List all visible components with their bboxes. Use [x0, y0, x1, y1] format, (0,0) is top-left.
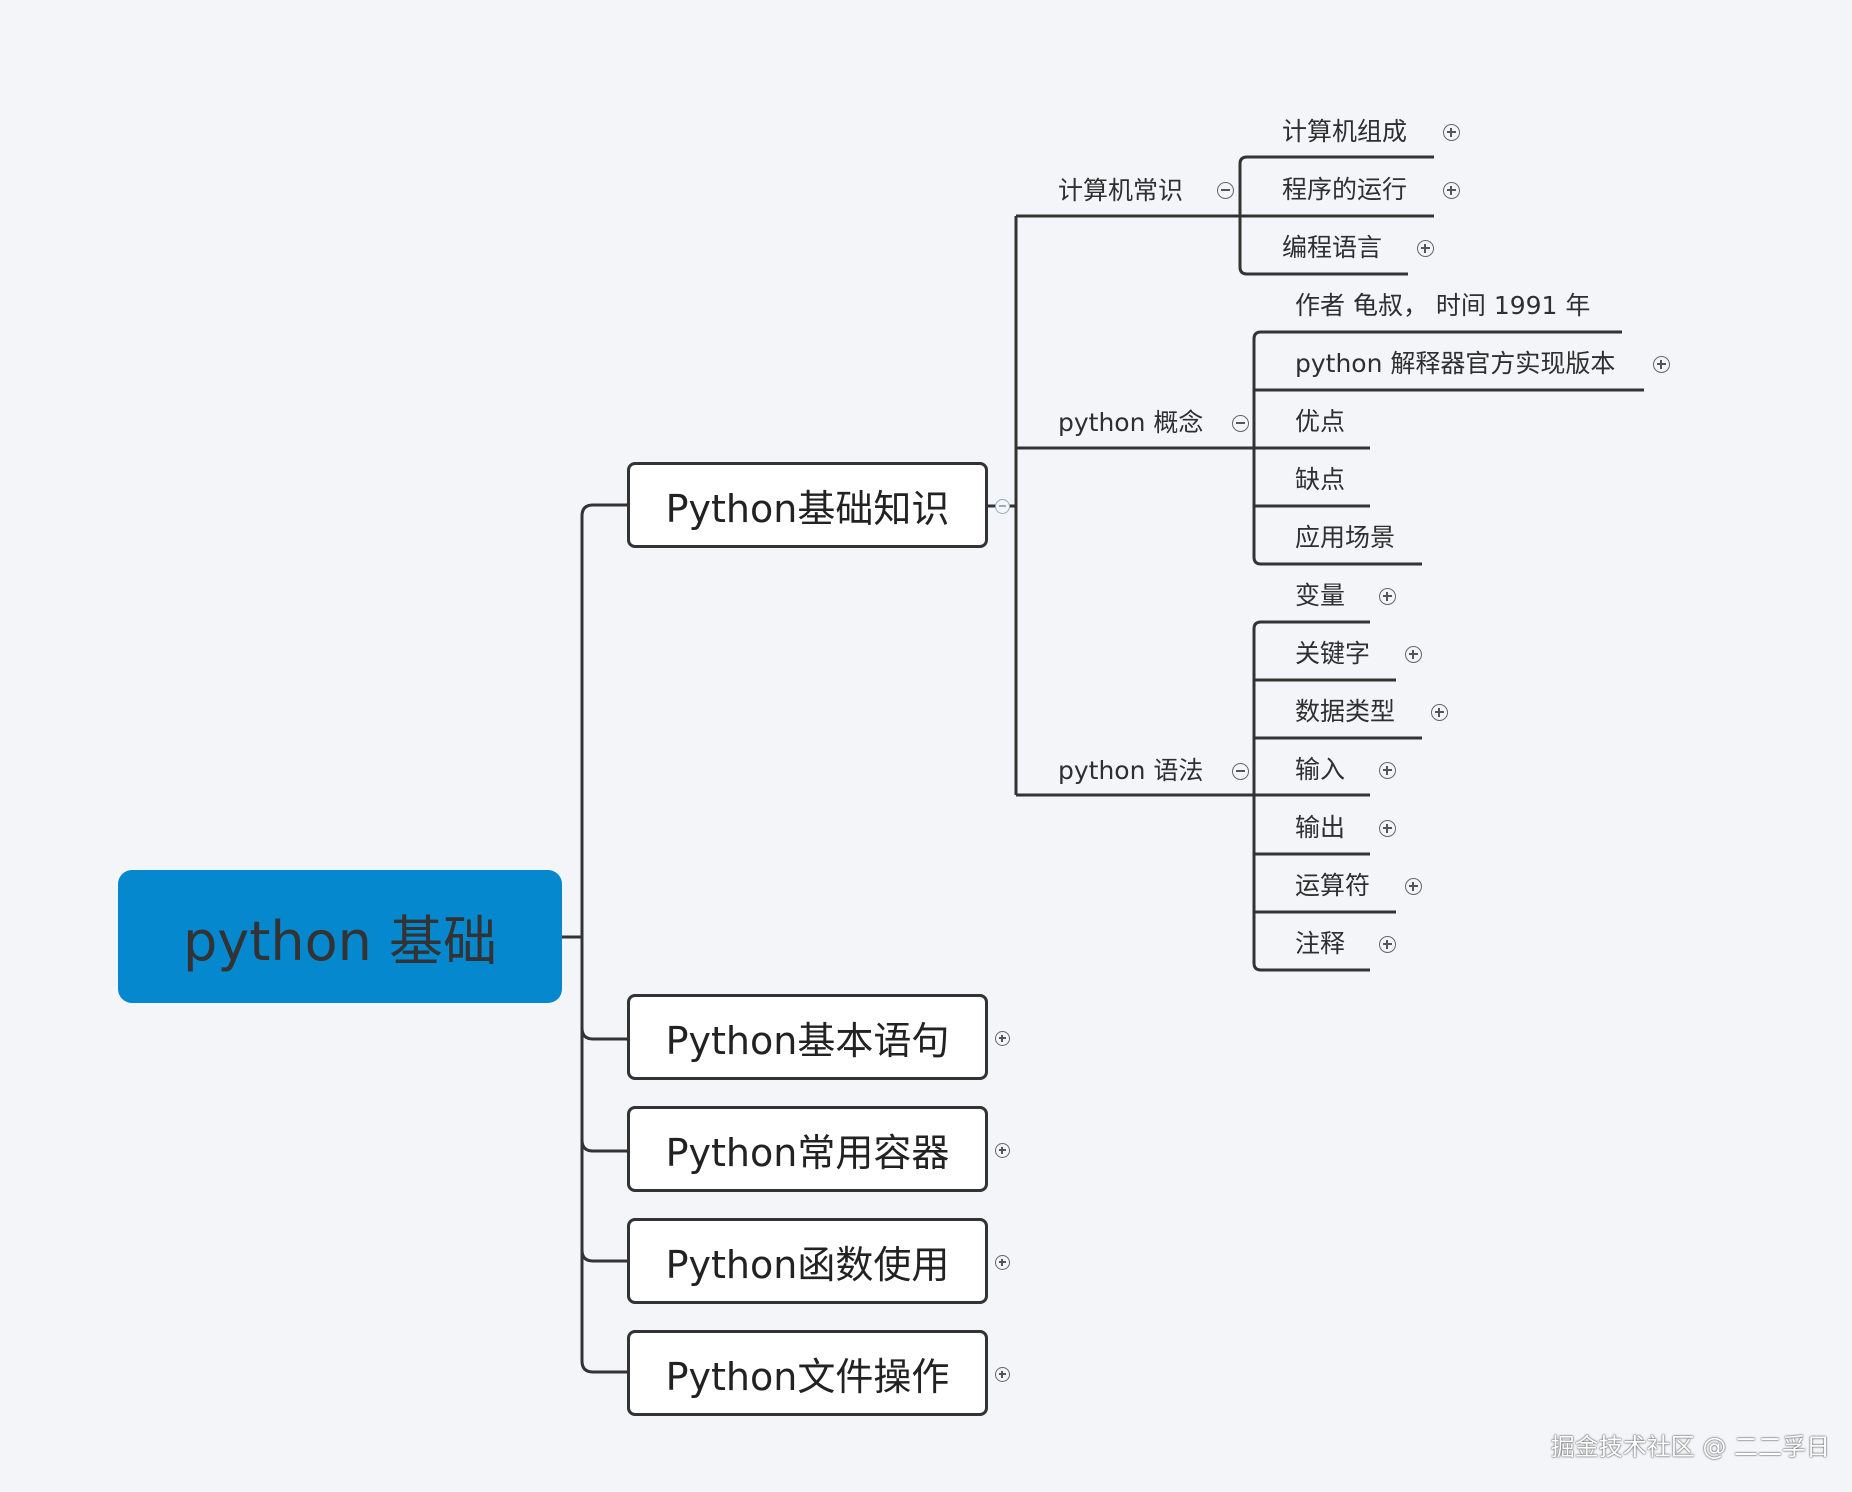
main-node-label: Python基础知识: [665, 486, 950, 531]
syntax-bracket-low: [1252, 795, 1370, 972]
leaf-concept-4[interactable]: 缺点: [1295, 465, 1346, 494]
expand-icon[interactable]: [1443, 182, 1460, 199]
expand-icon[interactable]: [1379, 588, 1396, 605]
level2-concept[interactable]: python 概念: [1058, 408, 1204, 437]
leaf-syntax-4[interactable]: 输入: [1295, 755, 1346, 784]
computer-bracket: [1238, 155, 1434, 216]
main-node-label: Python常用容器: [665, 1130, 950, 1175]
leaf-computer-2[interactable]: 程序的运行: [1282, 175, 1408, 204]
leaf-syntax-7[interactable]: 注释: [1295, 929, 1346, 958]
leaf-syntax-6[interactable]: 运算符: [1295, 871, 1371, 900]
main-branch-2: [580, 1027, 627, 1041]
root-node[interactable]: python 基础: [118, 870, 562, 1003]
leaf-computer-1[interactable]: 计算机组成: [1282, 117, 1408, 146]
computer-bracket-low: [1238, 216, 1408, 276]
expand-icon[interactable]: [995, 1367, 1010, 1382]
expand-icon[interactable]: [995, 1143, 1010, 1158]
main-node-label: Python文件操作: [665, 1354, 950, 1399]
leaf-syntax-2[interactable]: 关键字: [1295, 639, 1371, 668]
main-node-basics[interactable]: Python基础知识: [627, 462, 988, 548]
main-node-label: Python函数使用: [665, 1242, 950, 1287]
expand-icon[interactable]: [995, 1031, 1010, 1046]
leaf-syntax-5[interactable]: 输出: [1295, 813, 1346, 842]
concept-bracket: [1252, 330, 1622, 448]
leaf-concept-5[interactable]: 应用场景: [1295, 523, 1396, 552]
concept-bracket-low: [1252, 448, 1422, 566]
expand-icon[interactable]: [1379, 762, 1396, 779]
main-node-statements[interactable]: Python基本语句: [627, 994, 988, 1080]
expand-icon[interactable]: [1417, 240, 1434, 257]
collapse-icon[interactable]: [995, 499, 1010, 514]
leaf-syntax-1[interactable]: 变量: [1295, 581, 1346, 610]
expand-icon[interactable]: [1405, 646, 1422, 663]
main-node-label: Python基本语句: [665, 1018, 950, 1063]
expand-icon[interactable]: [1431, 704, 1448, 721]
syntax-bracket: [1252, 620, 1370, 795]
level2-syntax[interactable]: python 语法: [1058, 756, 1204, 785]
leaf-concept-1[interactable]: 作者 龟叔， 时间 1991 年: [1295, 291, 1591, 320]
expand-icon[interactable]: [995, 1255, 1010, 1270]
expand-icon[interactable]: [1379, 936, 1396, 953]
leaf-computer-3[interactable]: 编程语言: [1282, 233, 1383, 262]
main-trunk: [580, 503, 627, 1374]
main-node-files[interactable]: Python文件操作: [627, 1330, 988, 1416]
expand-icon[interactable]: [1653, 356, 1670, 373]
leaf-syntax-3[interactable]: 数据类型: [1295, 697, 1396, 726]
leaf-concept-2[interactable]: python 解释器官方实现版本: [1295, 349, 1616, 378]
main-node-containers[interactable]: Python常用容器: [627, 1106, 988, 1192]
main-node-functions[interactable]: Python函数使用: [627, 1218, 988, 1304]
collapse-icon[interactable]: [1232, 415, 1249, 432]
leaf-concept-3[interactable]: 优点: [1295, 407, 1346, 436]
expand-icon[interactable]: [1443, 124, 1460, 141]
main-branch-3: [580, 1139, 627, 1153]
expand-icon[interactable]: [1379, 820, 1396, 837]
level2-computer[interactable]: 计算机常识: [1058, 176, 1184, 205]
collapse-icon[interactable]: [1232, 763, 1249, 780]
expand-icon[interactable]: [1405, 878, 1422, 895]
watermark: 掘金技术社区 @ 二二孚日: [1550, 1433, 1830, 1461]
root-label: python 基础: [182, 910, 498, 973]
main-branch-4: [580, 1249, 627, 1263]
collapse-icon[interactable]: [1217, 182, 1234, 199]
